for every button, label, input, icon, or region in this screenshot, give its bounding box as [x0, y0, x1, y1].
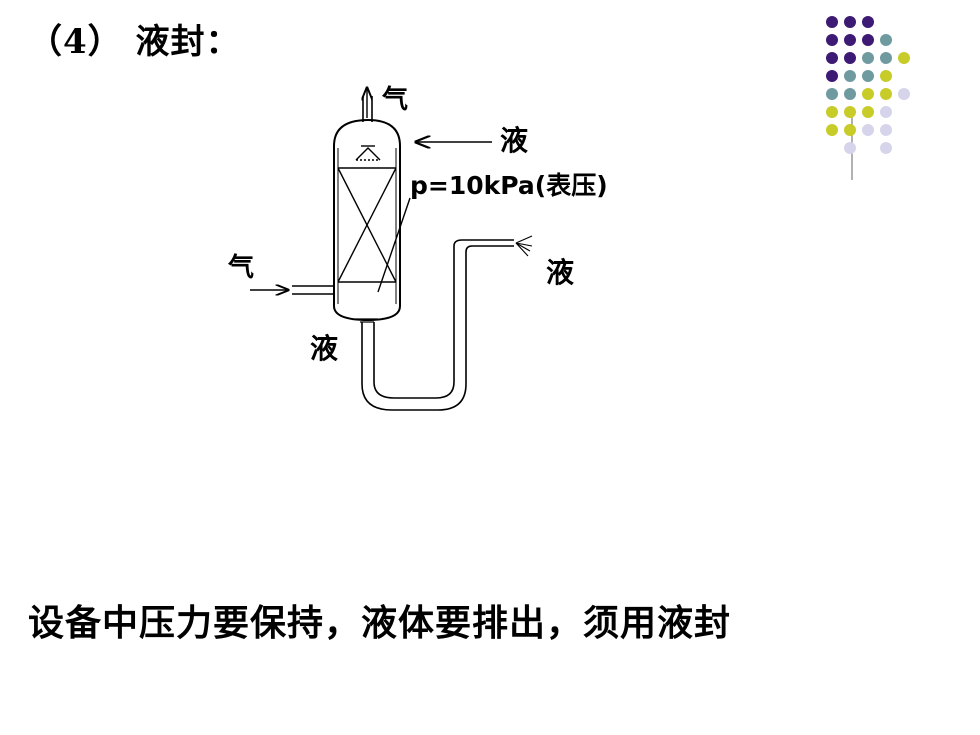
decorative-dot: [826, 124, 838, 136]
decorative-dot: [880, 142, 892, 154]
decorative-dot: [880, 106, 892, 118]
decorative-dot: [862, 70, 874, 82]
decorative-dot: [880, 34, 892, 46]
slide-title: （4） 液封：: [28, 22, 241, 62]
slide-caption: 设备中压力要保持，液体要排出，须用液封: [28, 602, 732, 644]
decorative-dot: [898, 88, 910, 100]
packing-bed: [337, 167, 397, 283]
liquid-outlet-label: 液: [546, 256, 574, 289]
decorative-dot: [844, 88, 856, 100]
decorative-dot: [862, 34, 874, 46]
pressure-label: p=10kPa(表压): [410, 171, 608, 200]
gas-inlet: [250, 286, 334, 294]
gas-outlet-label: 气: [381, 84, 408, 115]
u-tube-seal: [361, 239, 514, 411]
decorative-dot: [862, 88, 874, 100]
decorative-dot: [862, 106, 874, 118]
liquid-bottom-label: 液: [310, 332, 338, 365]
decorative-dot: [844, 34, 856, 46]
decorative-dot: [880, 52, 892, 64]
decorative-dot: [880, 124, 892, 136]
decorative-dot: [880, 88, 892, 100]
decorative-dot: [826, 34, 838, 46]
decorative-dot: [826, 70, 838, 82]
decorative-dot: [862, 124, 874, 136]
pressure-pointer: [377, 197, 411, 293]
decorative-dot: [826, 88, 838, 100]
decorative-dot: [844, 70, 856, 82]
spray-distributor: [355, 145, 381, 161]
decorative-dot: [898, 52, 910, 64]
decorative-dot: [862, 16, 874, 28]
decorative-dot: [844, 106, 856, 118]
liquid-inlet-label: 液: [500, 124, 528, 157]
decorative-dot: [844, 52, 856, 64]
decorative-dot: [844, 16, 856, 28]
decorative-dot: [826, 16, 838, 28]
decorative-dot: [826, 106, 838, 118]
gas-inlet-label: 气: [227, 252, 254, 283]
decorative-dot: [844, 124, 856, 136]
gas-outlet: [363, 88, 373, 122]
decorative-dot: [844, 142, 856, 154]
liquid-overflow-spray: [515, 235, 533, 257]
decorative-dot: [880, 70, 892, 82]
decorative-dot: [862, 52, 874, 64]
decorative-dot: [826, 52, 838, 64]
